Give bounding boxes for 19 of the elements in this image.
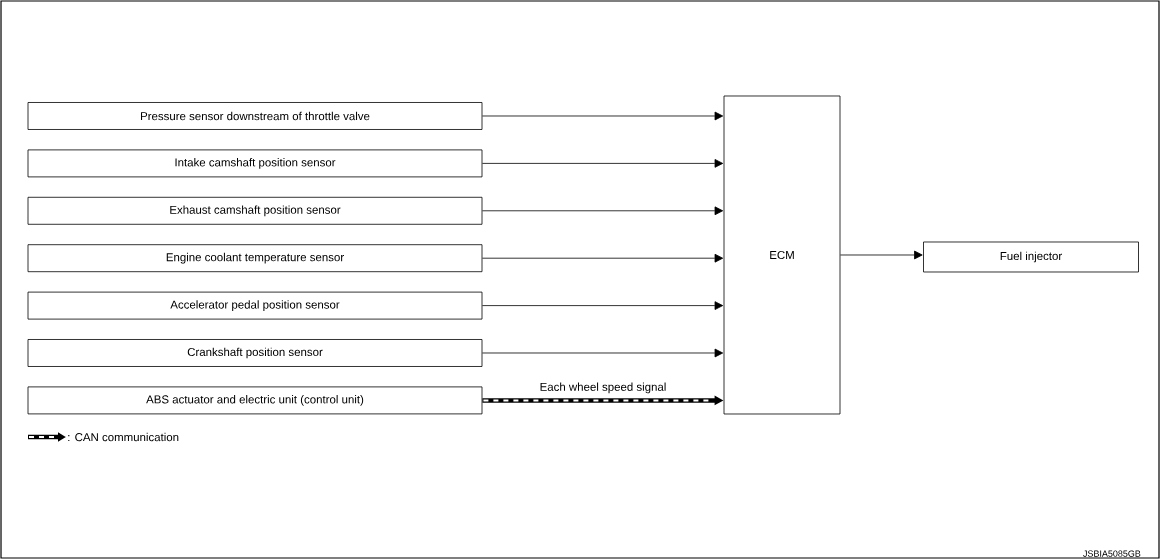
arrow [482,159,724,168]
arrow [482,111,724,121]
output-box: Fuel injector [923,241,1139,273]
sensor-box: Pressure sensor downstream of throttle valve [27,102,483,130]
sensor-box: ABS actuator and electric unit (control unit) [27,386,483,415]
sensor-box: Intake camshaft position sensor [27,149,483,178]
arrow [482,301,724,310]
arrow [482,253,724,263]
arrow [482,348,724,358]
legend-text: : CAN communication [68,432,179,442]
arrow [482,206,724,216]
arrow [840,250,923,260]
sensor-box: Engine coolant temperature sensor [27,244,483,273]
sensor-box: Crankshaft position sensor [27,339,483,367]
edge-label: Each wheel speed signal [540,382,666,394]
sensor-box: Accelerator pedal position sensor [27,291,483,320]
ecm-box: ECM [723,95,841,415]
figure-code: JSBIA5085GB [1083,550,1141,557]
sensor-box: Exhaust camshaft position sensor [27,196,483,225]
